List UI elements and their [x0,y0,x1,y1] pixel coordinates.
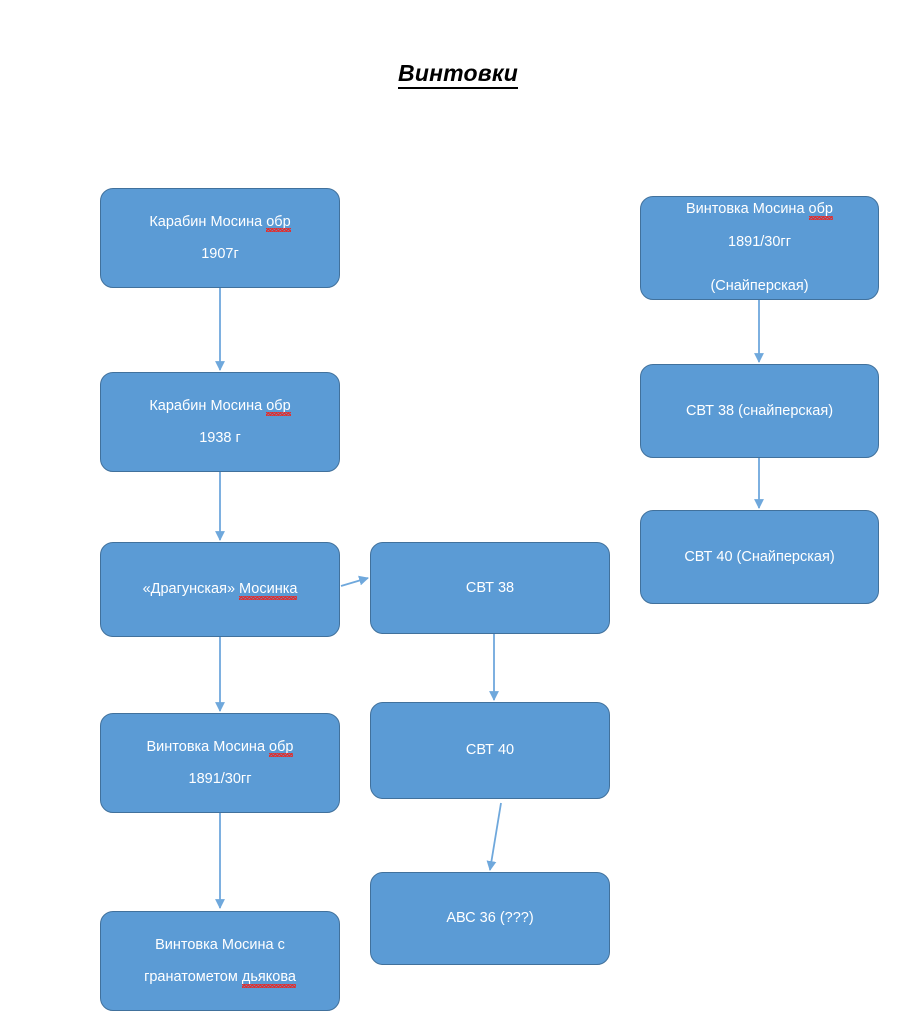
node-line: Винтовка Мосина с [155,936,285,953]
node-dragunskaya-mosinka[interactable]: «Драгунская» Мосинка [100,542,340,637]
node-svt-40-sniper[interactable]: СВТ 40 (Снайперская) [640,510,879,604]
node-line: СВТ 40 (Снайперская) [684,548,835,565]
node-text-part: гранатометом [144,969,242,985]
misspelled-word: обр [808,201,834,220]
misspelled-word: дьякова [241,969,296,987]
node-svt-38-sniper[interactable]: СВТ 38 (снайперская) [640,364,879,458]
node-vintovka-mosina-1891-30-sniper[interactable]: Винтовка Мосина обр 1891/30гг (Снайперск… [640,196,879,300]
node-text-part: «Драгунская» [142,581,240,598]
node-line: гранатометом дьякова [136,969,304,987]
misspelled-word: обр [266,213,292,232]
diagram-canvas: Винтовки Карабин Мосина обр 1907г Караби… [0,60,916,1011]
node-vintovka-mosina-granatomet[interactable]: Винтовка Мосина с гранатометом дьякова [100,911,340,1011]
node-karabin-mosina-1907[interactable]: Карабин Мосина обр 1907г [100,188,340,288]
node-line: 1891/30гг [728,233,791,250]
node-line: СВТ 40 [465,742,515,759]
misspelled-word: обр [266,397,292,416]
node-line: Карабин Мосина обр [141,213,298,232]
node-line: 1907г [201,246,239,262]
node-line: Винтовка Мосина обр [139,738,302,757]
page-title: Винтовки [0,60,916,89]
node-avs-36[interactable]: АВС 36 (???) [370,872,610,965]
node-line: «Драгунская» Мосинка [135,581,306,600]
connector-svt40-to-avs36 [486,802,502,871]
connector-dragunskaya-to-svt38 [340,575,369,587]
node-text-part: Винтовка Мосина [146,738,270,755]
page-title-text: Винтовки [398,60,518,89]
node-karabin-mosina-1938[interactable]: Карабин Мосина обр 1938 г [100,372,340,472]
misspelled-word: Мосинка [239,581,298,600]
node-vintovka-mosina-1891-30[interactable]: Винтовка Мосина обр 1891/30гг [100,713,340,813]
node-line: СВТ 38 [465,579,515,596]
node-line: 1891/30гг [188,771,252,787]
node-line: Карабин Мосина обр [141,397,298,416]
connector-layer [215,288,764,909]
node-text-part: Карабин Мосина [149,213,267,230]
node-svt-40[interactable]: СВТ 40 [370,702,610,799]
node-line: 1938 г [199,430,241,446]
misspelled-word: обр [269,738,294,757]
node-text-part: Карабин Мосина [149,397,267,414]
node-line: АВС 36 (???) [446,910,534,927]
node-line: (Снайперская) [710,278,809,295]
node-text-part: Винтовка Мосина [686,201,809,218]
node-line: СВТ 38 (снайперская) [685,402,834,419]
node-line: Винтовка Мосина обр [678,201,841,220]
node-svt-38[interactable]: СВТ 38 [370,542,610,634]
